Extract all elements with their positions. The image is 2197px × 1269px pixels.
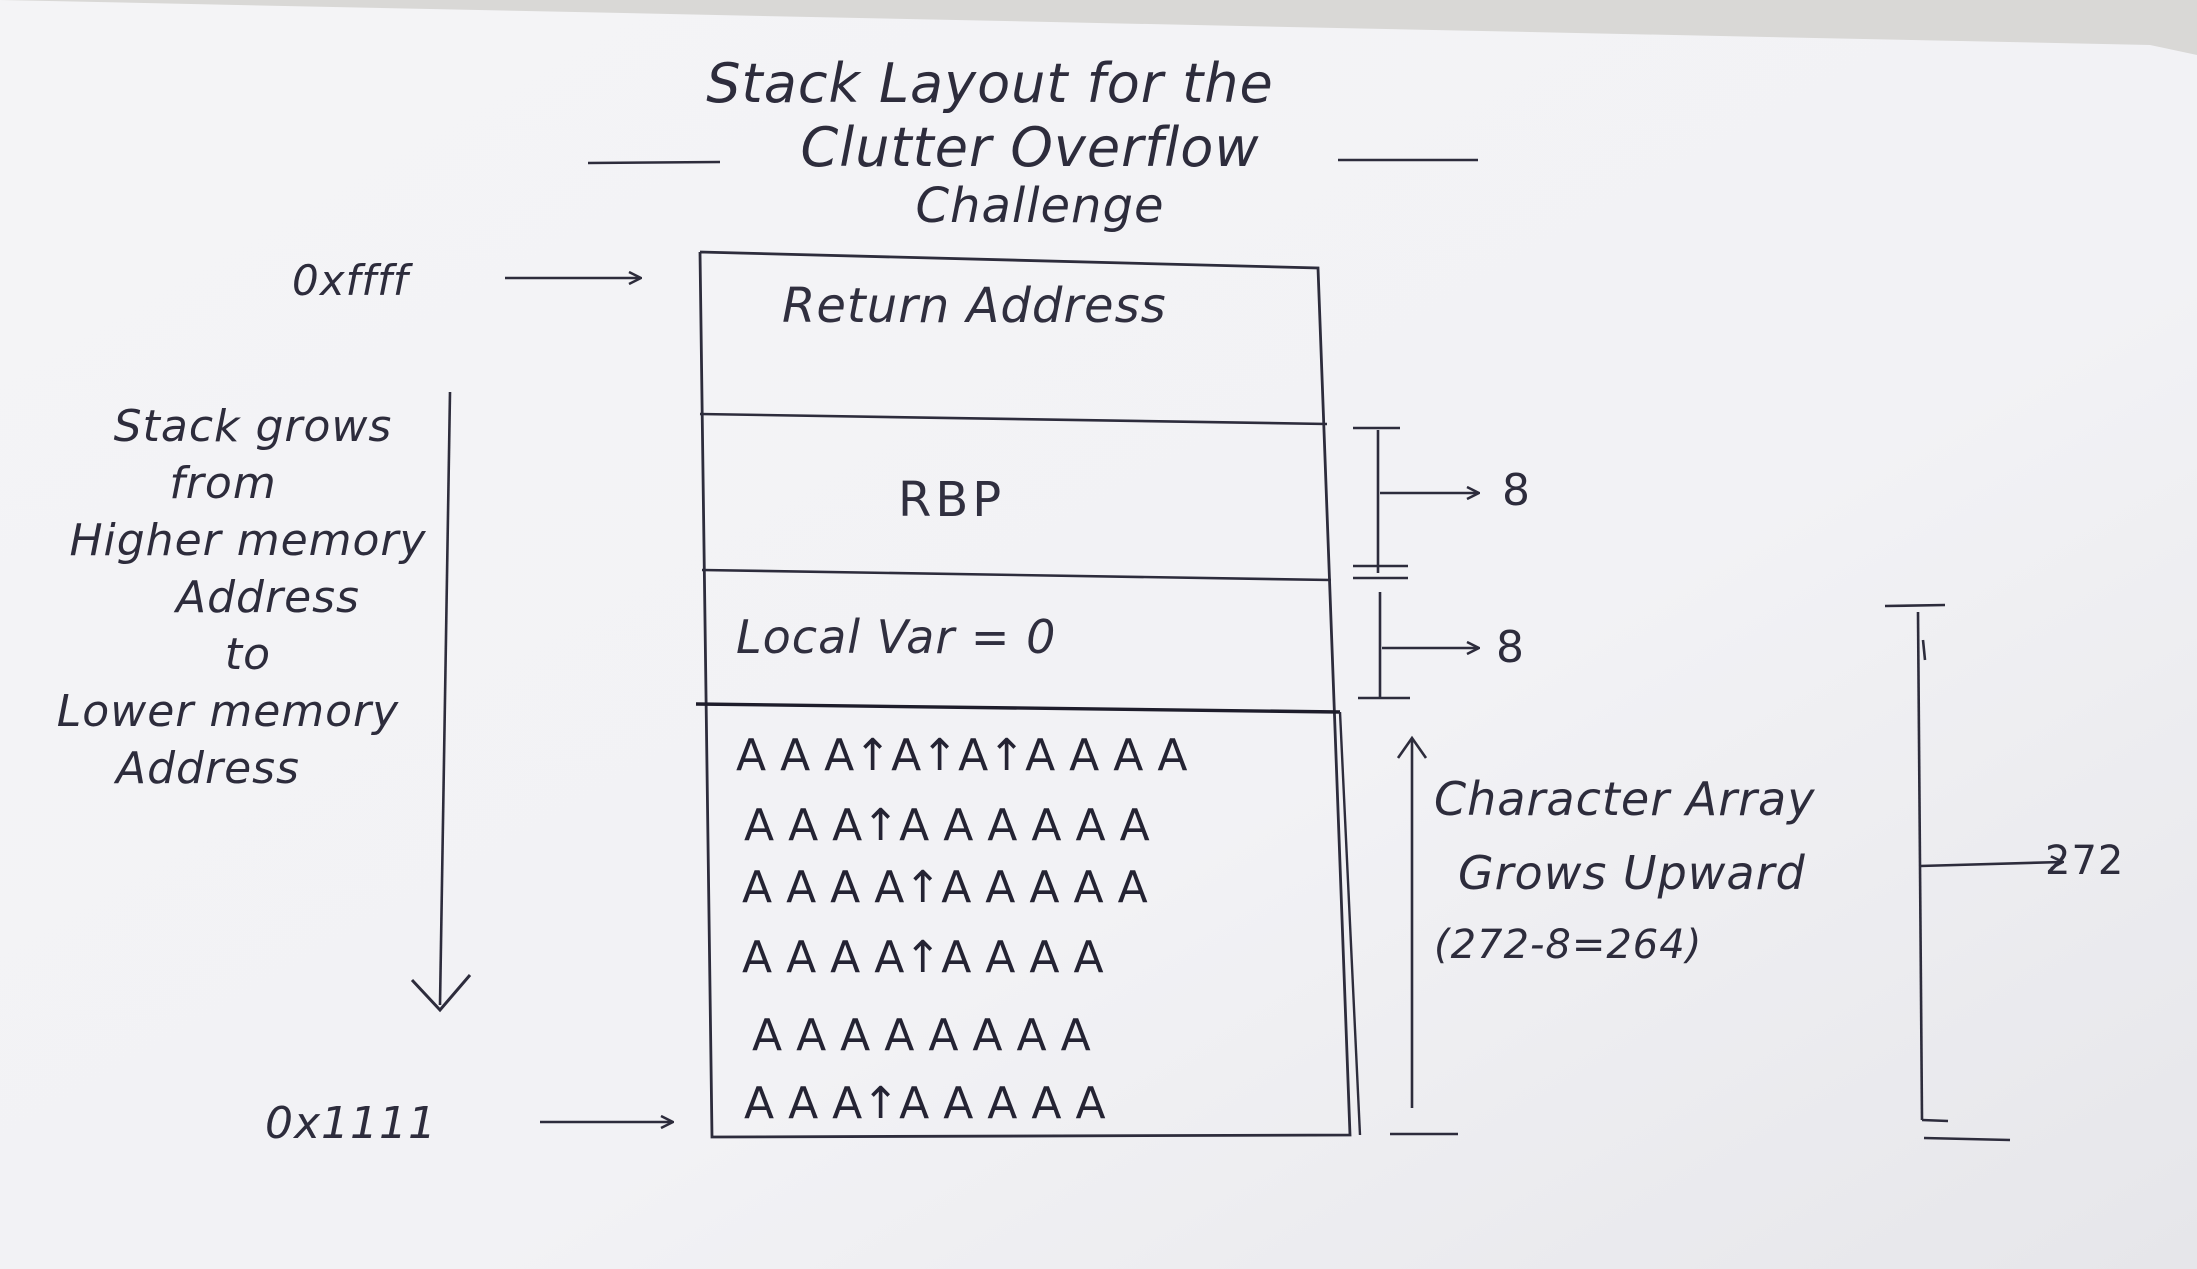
rbp-size-label: 8 bbox=[1502, 465, 1531, 516]
local-var-label: Local Var = 0 bbox=[736, 610, 1057, 664]
title-line-1: Stack Layout for the bbox=[706, 52, 1274, 115]
title-underline-left bbox=[587, 160, 721, 165]
array-growth-arrow bbox=[1390, 735, 1458, 1136]
buffer-row-5: A A A A A A A A bbox=[752, 1010, 1091, 1061]
rbp-size-bracket bbox=[1353, 426, 1478, 580]
stack-note-line-6: Lower memory bbox=[56, 686, 400, 737]
divider-rbp-localvar bbox=[701, 568, 1332, 582]
buffer-row-1: A A A↑A↑A↑A A A A bbox=[736, 730, 1188, 781]
buffer-right-edge bbox=[1338, 711, 1362, 1136]
title-line-3: Challenge bbox=[915, 178, 1165, 234]
stack-note-line-5: to bbox=[224, 629, 272, 680]
return-address-label: Return Address bbox=[782, 278, 1167, 334]
total-size-label: 272 bbox=[2045, 838, 2125, 884]
box-outline bbox=[698, 250, 1352, 1139]
array-note-line-2: Grows Upward bbox=[1458, 846, 1806, 900]
buffer-row-2: A A A↑A A A A A A bbox=[744, 800, 1150, 851]
stack-note-line-2: from bbox=[169, 458, 277, 509]
array-note-line-1: Character Array bbox=[1434, 772, 1816, 826]
divider-return-rbp bbox=[699, 412, 1328, 426]
title-line-2: Clutter Overflow bbox=[800, 116, 1260, 179]
buffer-row-4: A A A A↑A A A A bbox=[742, 932, 1104, 983]
stack-note-line-3: Higher memory bbox=[69, 515, 427, 566]
stack-note-line-1: Stack grows bbox=[113, 401, 393, 452]
localvar-size-bracket bbox=[1358, 592, 1478, 700]
stack-note-line-7: Address bbox=[116, 743, 300, 794]
localvar-size-label: 8 bbox=[1496, 622, 1525, 673]
bottom-address-label: 0x1111 bbox=[265, 1098, 438, 1149]
buffer-row-3: A A A A↑A A A A A bbox=[742, 862, 1148, 913]
divider-localvar-buffer bbox=[695, 702, 1341, 714]
rbp-label: RBP bbox=[898, 472, 1006, 528]
array-note-line-3: (272-8=264) bbox=[1434, 922, 1703, 968]
buffer-row-6: A A A↑A A A A A bbox=[744, 1078, 1106, 1129]
stack-growth-note: Stack grows from Higher memory Address t… bbox=[57, 398, 458, 797]
array-note: Character Array Grows Upward (272-8=264) bbox=[1434, 762, 1815, 982]
stack-note-line-4: Address bbox=[176, 572, 360, 623]
total-size-bracket bbox=[1884, 603, 2062, 1142]
top-address-label: 0xffff bbox=[292, 256, 409, 305]
stack-growth-arrow bbox=[410, 391, 472, 1013]
stack-frame-box bbox=[698, 250, 1352, 1139]
